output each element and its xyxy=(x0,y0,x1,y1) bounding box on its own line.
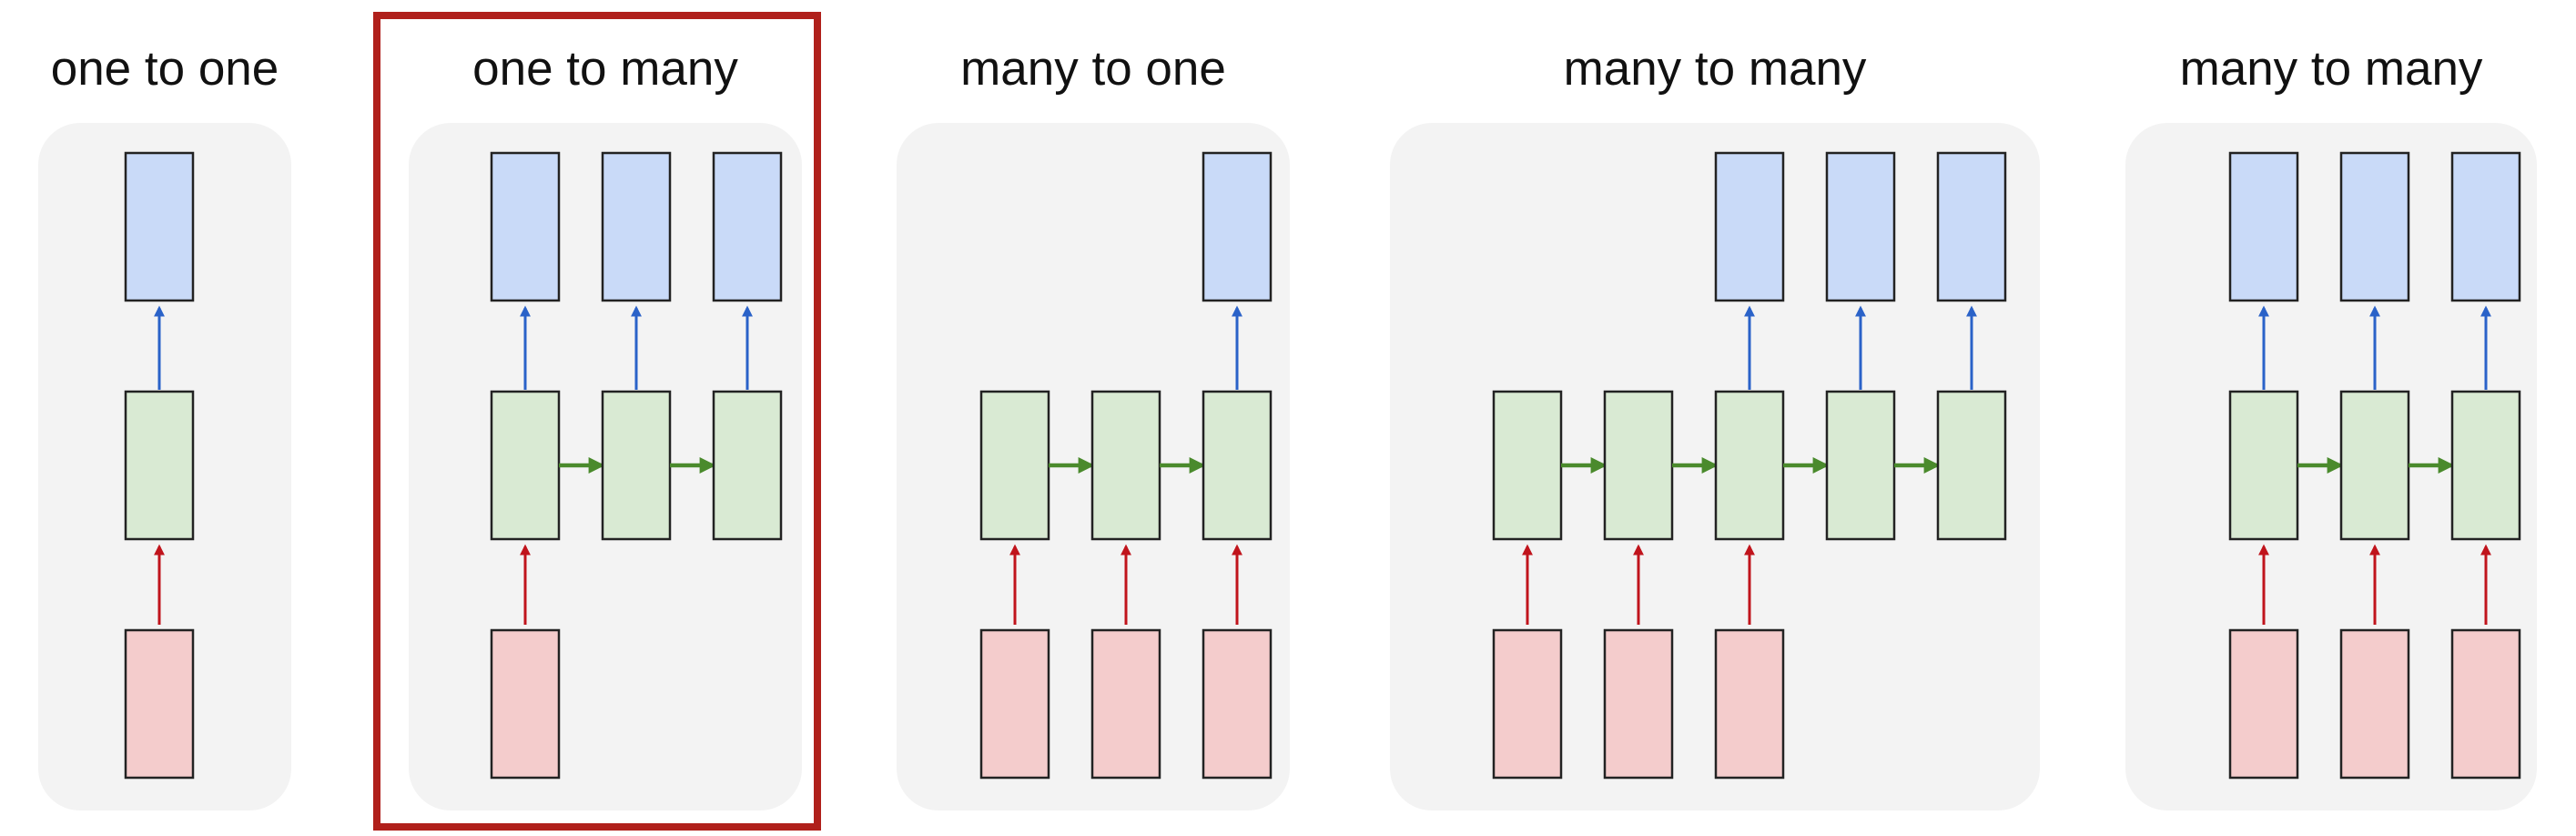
hidden-state-box xyxy=(1714,390,1785,541)
hidden-state-box xyxy=(2339,390,2410,541)
panel-title: many to many xyxy=(1564,42,1867,96)
hidden-state-box xyxy=(1825,390,1896,541)
output-box xyxy=(1714,151,1785,302)
output-box xyxy=(1936,151,2007,302)
input-box xyxy=(2339,628,2410,780)
hidden-state-box xyxy=(2228,390,2299,541)
panel-2: one to many xyxy=(373,12,821,831)
output-box xyxy=(2339,151,2410,302)
hidden-state-box xyxy=(1936,390,2007,541)
hidden-state-box xyxy=(490,390,561,541)
panel-title: many to many xyxy=(2180,42,2483,96)
output-box xyxy=(490,151,561,302)
panel-3: many to one xyxy=(897,42,1290,811)
input-box xyxy=(124,628,195,780)
panel-title: one to one xyxy=(51,42,279,96)
input-box xyxy=(979,628,1050,780)
output-box xyxy=(1825,151,1896,302)
hidden-state-box xyxy=(1090,390,1161,541)
input-box xyxy=(1714,628,1785,780)
hidden-state-box xyxy=(979,390,1050,541)
input-box xyxy=(1090,628,1161,780)
input-box xyxy=(1603,628,1674,780)
output-box xyxy=(712,151,783,302)
input-box xyxy=(2228,628,2299,780)
output-box xyxy=(2228,151,2299,302)
panel-5: many to many xyxy=(2125,42,2537,811)
hidden-state-box xyxy=(124,390,195,541)
hidden-state-box xyxy=(2450,390,2521,541)
hidden-state-box xyxy=(1603,390,1674,541)
hidden-state-box xyxy=(712,390,783,541)
input-box xyxy=(1492,628,1563,780)
input-box xyxy=(490,628,561,780)
highlight-frame xyxy=(373,12,821,831)
panel-title: many to one xyxy=(960,42,1226,96)
panel-1: one to one xyxy=(38,42,291,811)
output-box xyxy=(601,151,672,302)
hidden-state-box xyxy=(1492,390,1563,541)
panel-4: many to many xyxy=(1390,42,2040,811)
hidden-state-box xyxy=(601,390,672,541)
input-box xyxy=(1202,628,1273,780)
panel-title: one to many xyxy=(472,42,738,96)
input-box xyxy=(2450,628,2521,780)
output-box xyxy=(2450,151,2521,302)
output-box xyxy=(1202,151,1273,302)
output-box xyxy=(124,151,195,302)
hidden-state-box xyxy=(1202,390,1273,541)
